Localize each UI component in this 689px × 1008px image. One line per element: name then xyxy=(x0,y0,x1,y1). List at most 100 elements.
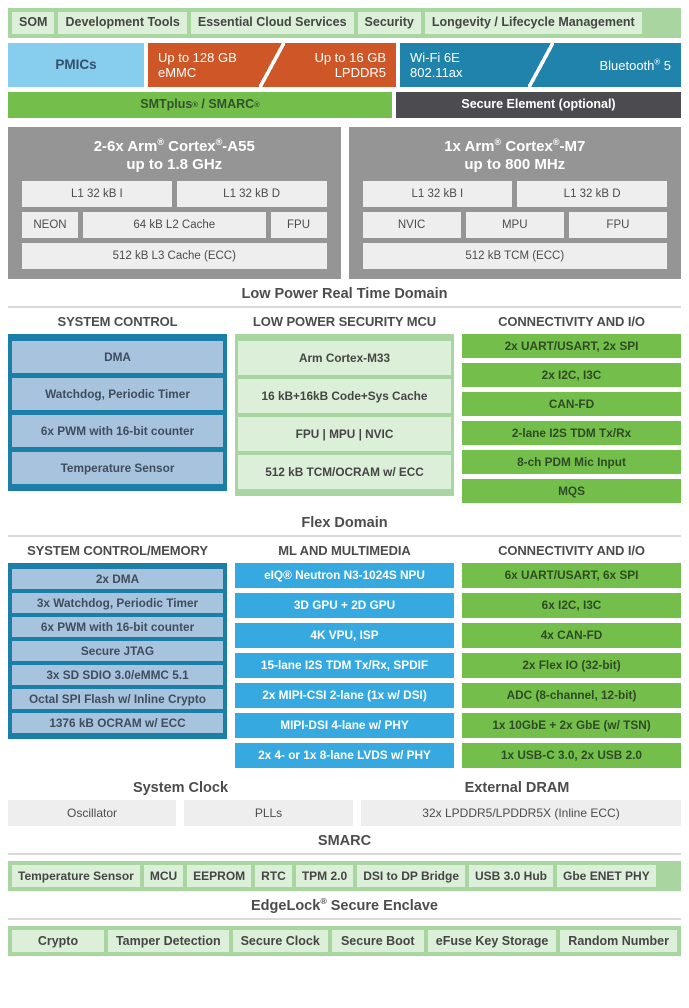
lpddr-line1: Up to 16 GB xyxy=(314,50,386,65)
m7-title-line2: up to 800 MHz xyxy=(464,155,566,173)
pmics-block: PMICs xyxy=(8,43,144,87)
flex-i2c-i3c: 6x I2C, I3C xyxy=(462,593,681,619)
flex-watchdog: 3x Watchdog, Periodic Timer xyxy=(11,592,224,615)
divider-4 xyxy=(8,918,681,921)
registered-mark-icon: ® xyxy=(654,57,661,67)
som-pill-som: SOM xyxy=(12,12,55,34)
edgelock-crypto: Crypto xyxy=(12,930,104,953)
smarc-peripheral-strip: Temperature Sensor MCU EEPROM RTC TPM 2.… xyxy=(8,861,681,892)
m7-cache-row-1: L1 32 kB I L1 32 kB D xyxy=(362,181,667,208)
clock-dram-headings: System Clock External DRAM xyxy=(8,780,681,796)
m7-title-mid: Cortex xyxy=(505,138,553,155)
smarc-enet-phy: Gbe ENET PHY xyxy=(557,865,656,888)
m7-title-post: -M7 xyxy=(559,138,586,155)
low-power-columns: SYSTEM CONTROL DMA Watchdog, Periodic Ti… xyxy=(8,314,681,508)
smtplus-label: SMTplus xyxy=(140,97,193,112)
plls-block: PLLs xyxy=(184,800,353,827)
flex-connectivity-column: CONNECTIVITY AND I/O 6x UART/USART, 6x S… xyxy=(462,543,681,773)
system-clock-heading: System Clock xyxy=(132,780,229,797)
edgelock-tamper-detection: Tamper Detection xyxy=(107,930,229,953)
lp-can-fd: CAN-FD xyxy=(462,392,681,417)
flex-ocram: 1376 kB OCRAM w/ ECC xyxy=(11,712,224,735)
flex-secure-jtag: Secure JTAG xyxy=(11,640,224,663)
flex-flexio: 2x Flex IO (32-bit) xyxy=(462,653,681,679)
lpddr5-block: Up to 16 GB LPDDR5 xyxy=(272,43,396,87)
clock-dram-row: Oscillator PLLs 32x LPDDR5/LPDDR5X (Inli… xyxy=(8,800,681,827)
lp-code-sys-cache: 16 kB+16kB Code+Sys Cache xyxy=(238,379,451,414)
smarc-eeprom: EEPROM xyxy=(187,865,252,888)
flex-columns: SYSTEM CONTROL/MEMORY 2x DMA 3x Watchdog… xyxy=(8,543,681,773)
smarc-dsi-dp-bridge: DSI to DP Bridge xyxy=(357,865,465,888)
block-diagram: SOM Development Tools Essential Cloud Se… xyxy=(0,8,689,1008)
security-mcu-group: Arm Cortex-M33 16 kB+16kB Code+Sys Cache… xyxy=(235,334,454,497)
wifi-block: Wi-Fi 6E 802.11ax xyxy=(400,43,541,87)
flex-uart-spi: 6x UART/USART, 6x SPI xyxy=(462,563,681,589)
lp-connectivity-group: 2x UART/USART, 2x SPI 2x I2C, I3C CAN-FD… xyxy=(462,334,681,508)
emmc-block: Up to 128 GB eMMC xyxy=(148,43,272,87)
emmc-line2: eMMC xyxy=(158,65,197,80)
flex-vpu-isp: 4K VPU, ISP xyxy=(235,623,454,649)
a55-l3-cache: 512 kB L3 Cache (ECC) xyxy=(22,243,327,270)
oscillator-block: Oscillator xyxy=(8,800,176,827)
lp-temp-sensor: Temperature Sensor xyxy=(11,451,224,486)
wireless-block: Wi-Fi 6E 802.11ax Bluetooth® 5 xyxy=(400,41,681,89)
a55-l1-i: L1 32 kB I xyxy=(22,181,172,208)
edgelock-secure-clock: Secure Clock xyxy=(232,930,328,953)
flex-ml-multimedia-column: ML AND MULTIMEDIA eIQ® Neutron N3-1024S … xyxy=(235,543,454,773)
som-pill-essential-cloud-services: Essential Cloud Services xyxy=(190,12,354,34)
flex-usb: 1x USB-C 3.0, 2x USB 2.0 xyxy=(462,743,681,769)
flex-system-control-memory-column: SYSTEM CONTROL/MEMORY 2x DMA 3x Watchdog… xyxy=(8,543,227,773)
flex-system-control-group: 2x DMA 3x Watchdog, Periodic Timer 6x PW… xyxy=(8,563,227,740)
flex-ml-group: eIQ® Neutron N3-1024S NPU 3D GPU + 2D GP… xyxy=(235,563,454,773)
bluetooth-version: 5 xyxy=(663,57,671,73)
col-heading-connectivity-io: CONNECTIVITY AND I/O xyxy=(498,314,645,330)
a55-title-mid: Cortex xyxy=(168,138,216,155)
m7-tcm: 512 kB TCM (ECC) xyxy=(362,243,667,270)
memory-wireless-row: PMICs Up to 128 GB eMMC Up to 16 GB LPDD… xyxy=(8,41,681,89)
wifi-line2: 802.11ax xyxy=(410,65,463,80)
smarc-mcu: MCU xyxy=(143,865,184,888)
flex-connectivity-group: 6x UART/USART, 6x SPI 6x I2C, I3C 4x CAN… xyxy=(462,563,681,773)
col-heading-low-power-security-mcu: LOW POWER SECURITY MCU xyxy=(252,314,437,330)
memory-block: Up to 128 GB eMMC Up to 16 GB LPDDR5 xyxy=(148,41,396,89)
flex-pwm: 6x PWM with 16-bit counter xyxy=(11,616,224,639)
m7-title-pre: 1x Arm xyxy=(444,138,495,155)
system-control-group: DMA Watchdog, Periodic Timer 6x PWM with… xyxy=(8,334,227,492)
registered-mark-icon-4: ® xyxy=(157,137,164,147)
col-heading-ml-multimedia: ML AND MULTIMEDIA xyxy=(278,543,411,559)
a55-fpu: FPU xyxy=(270,212,327,239)
low-power-system-control-column: SYSTEM CONTROL DMA Watchdog, Periodic Ti… xyxy=(8,314,227,508)
som-pill-development-tools: Development Tools xyxy=(58,12,187,34)
smarc-section-label: SMARC xyxy=(317,833,372,850)
lp-i2c-i3c: 2x I2C, I3C xyxy=(462,363,681,388)
edgelock-efuse-key-storage: eFuse Key Storage xyxy=(427,930,557,953)
smarc-secure-row: SMTplus® / SMARC® Secure Element (option… xyxy=(8,92,681,118)
flex-octal-spi: Octal SPI Flash w/ Inline Crypto xyxy=(11,688,224,711)
a55-title-pre: 2-6x Arm xyxy=(93,138,158,155)
flex-2x-dma: 2x DMA xyxy=(11,568,224,591)
som-pill-security: Security xyxy=(357,12,421,34)
flex-sd-sdio: 3x SD SDIO 3.0/eMMC 5.1 xyxy=(11,664,224,687)
edgelock-secure-boot: Secure Boot xyxy=(331,930,424,953)
lp-uart-spi: 2x UART/USART, 2x SPI xyxy=(462,334,681,359)
lp-pwm: 6x PWM with 16-bit counter xyxy=(11,414,224,449)
lp-i2s-tdm: 2-lane I2S TDM Tx/Rx xyxy=(462,421,681,446)
lp-watchdog: Watchdog, Periodic Timer xyxy=(11,377,224,412)
flex-can-fd: 4x CAN-FD xyxy=(462,623,681,649)
registered-mark-icon-7: ® xyxy=(552,137,560,147)
smarc-usb-hub: USB 3.0 Hub xyxy=(469,865,554,888)
edgelock-label-pre: EdgeLock xyxy=(251,898,321,915)
m7-tcm-row: 512 kB TCM (ECC) xyxy=(362,243,667,270)
lpddr-line2: LPDDR5 xyxy=(334,65,386,80)
divider-2 xyxy=(8,535,681,538)
flex-i2s-tdm-spdif: 15-lane I2S TDM Tx/Rx, SPDIF xyxy=(235,653,454,679)
secure-element-block: Secure Element (optional) xyxy=(396,92,681,118)
a55-cache-row-1: L1 32 kB I L1 32 kB D xyxy=(22,181,327,208)
a55-unit-row: NEON 64 kB L2 Cache FPU xyxy=(22,212,327,239)
smarc-label: / SMARC xyxy=(201,97,255,112)
lp-cortex-m33: Arm Cortex-M33 xyxy=(238,341,451,376)
lp-tcm-ocram: 512 kB TCM/OCRAM w/ ECC xyxy=(238,455,451,490)
lp-fpu-mpu-nvic: FPU | MPU | NVIC xyxy=(238,417,451,452)
smtplus-smarc-block: SMTplus® / SMARC® xyxy=(8,92,392,118)
lp-mqs: MQS xyxy=(462,479,681,504)
